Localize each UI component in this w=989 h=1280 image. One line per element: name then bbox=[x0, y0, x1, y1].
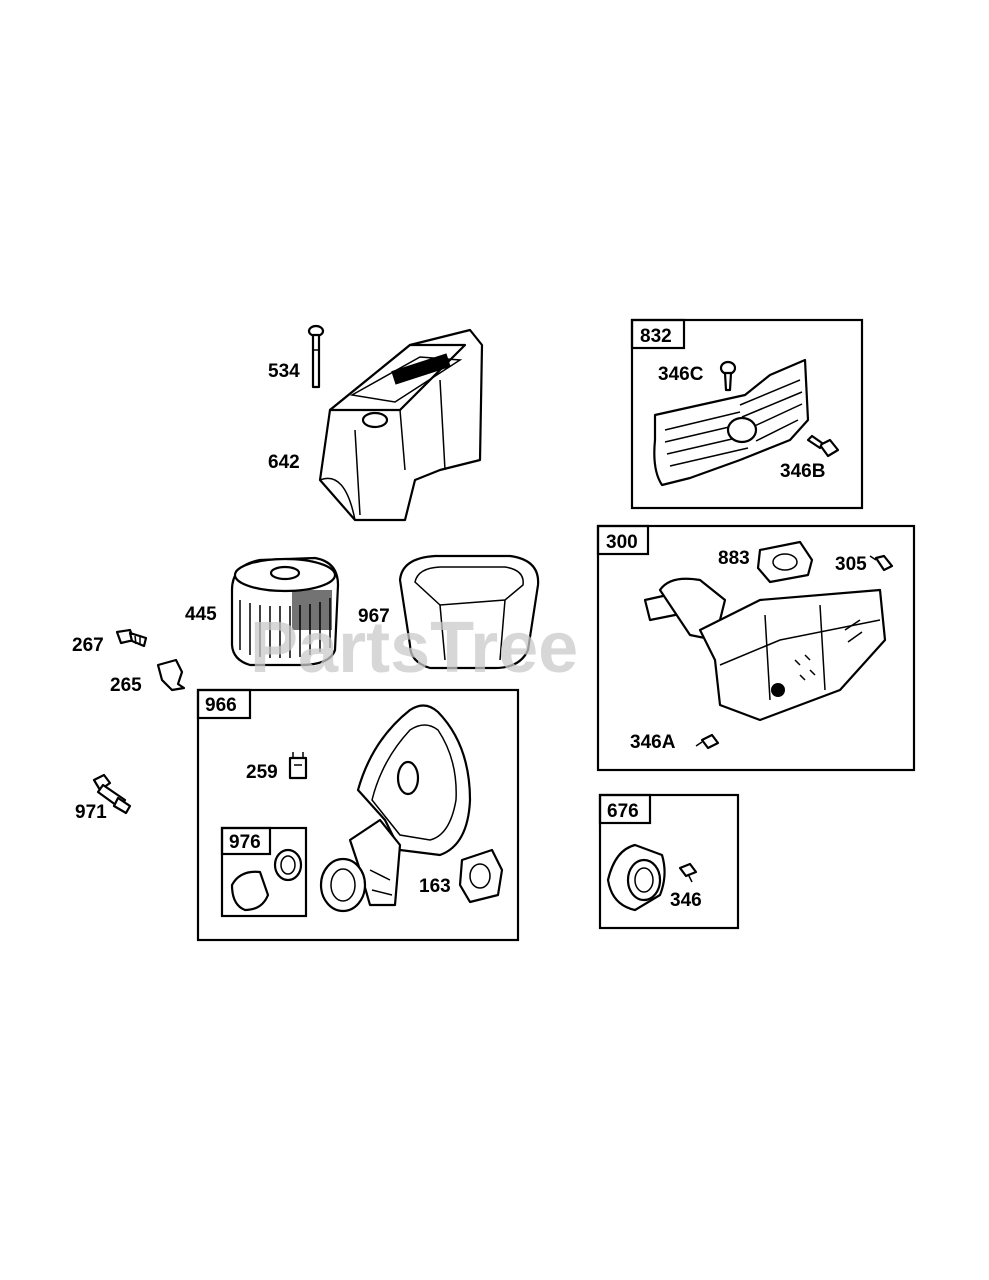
gasket-883-icon bbox=[756, 540, 814, 584]
part-label-971: 971 bbox=[75, 802, 107, 823]
part-label-346A: 346A bbox=[630, 732, 676, 753]
screw-346B-icon bbox=[806, 434, 840, 458]
box-label-966: 966 bbox=[205, 695, 237, 716]
part-label-163: 163 bbox=[419, 876, 451, 897]
box-label-976: 976 bbox=[229, 832, 261, 853]
part-label-259: 259 bbox=[246, 762, 278, 783]
muffler-icon bbox=[643, 577, 887, 722]
box-label-832: 832 bbox=[640, 326, 672, 347]
part-label-642: 642 bbox=[268, 452, 300, 473]
box-label-300: 300 bbox=[606, 532, 638, 553]
box-label-676: 676 bbox=[607, 801, 639, 822]
connector-259-icon bbox=[288, 752, 308, 780]
part-label-346: 346 bbox=[670, 890, 702, 911]
stud-971-icon bbox=[92, 773, 132, 815]
pre-cleaner-967-icon bbox=[398, 554, 540, 670]
part-label-534: 534 bbox=[268, 361, 300, 382]
part-label-883: 883 bbox=[718, 548, 750, 569]
part-label-346B: 346B bbox=[780, 461, 825, 482]
part-label-967: 967 bbox=[358, 606, 390, 627]
air-cleaner-base-icon bbox=[319, 704, 472, 913]
part-label-305: 305 bbox=[835, 554, 867, 575]
kit-box-676: 676 346 bbox=[598, 793, 740, 930]
kit-box-832: 832 346C 346B bbox=[630, 318, 864, 510]
screw-346A-icon bbox=[695, 733, 720, 750]
gasket-163-icon bbox=[458, 848, 504, 904]
screw-534-icon bbox=[307, 324, 325, 389]
air-filter-445-icon bbox=[230, 556, 340, 667]
kit-box-300: 300 883 305 346A bbox=[596, 524, 916, 772]
screw-346-icon bbox=[678, 862, 698, 883]
screw-305-icon bbox=[869, 554, 894, 572]
breather-element-976-icon bbox=[230, 848, 303, 912]
watermark: PartsTree bbox=[250, 608, 578, 688]
exhaust-flange-icon bbox=[606, 843, 666, 912]
muffler-guard-icon bbox=[653, 358, 810, 487]
clip-265-icon bbox=[156, 658, 186, 692]
part-label-445: 445 bbox=[185, 604, 217, 625]
screw-346C-icon bbox=[719, 360, 737, 392]
part-label-267: 267 bbox=[72, 635, 104, 656]
part-label-346C: 346C bbox=[658, 364, 704, 385]
air-cleaner-cover-642-icon bbox=[318, 328, 484, 522]
part-label-265: 265 bbox=[110, 675, 142, 696]
screw-267-icon bbox=[115, 628, 148, 648]
kit-box-976: 976 bbox=[220, 826, 308, 918]
kit-box-966: 966 259 163 976 bbox=[196, 688, 520, 942]
